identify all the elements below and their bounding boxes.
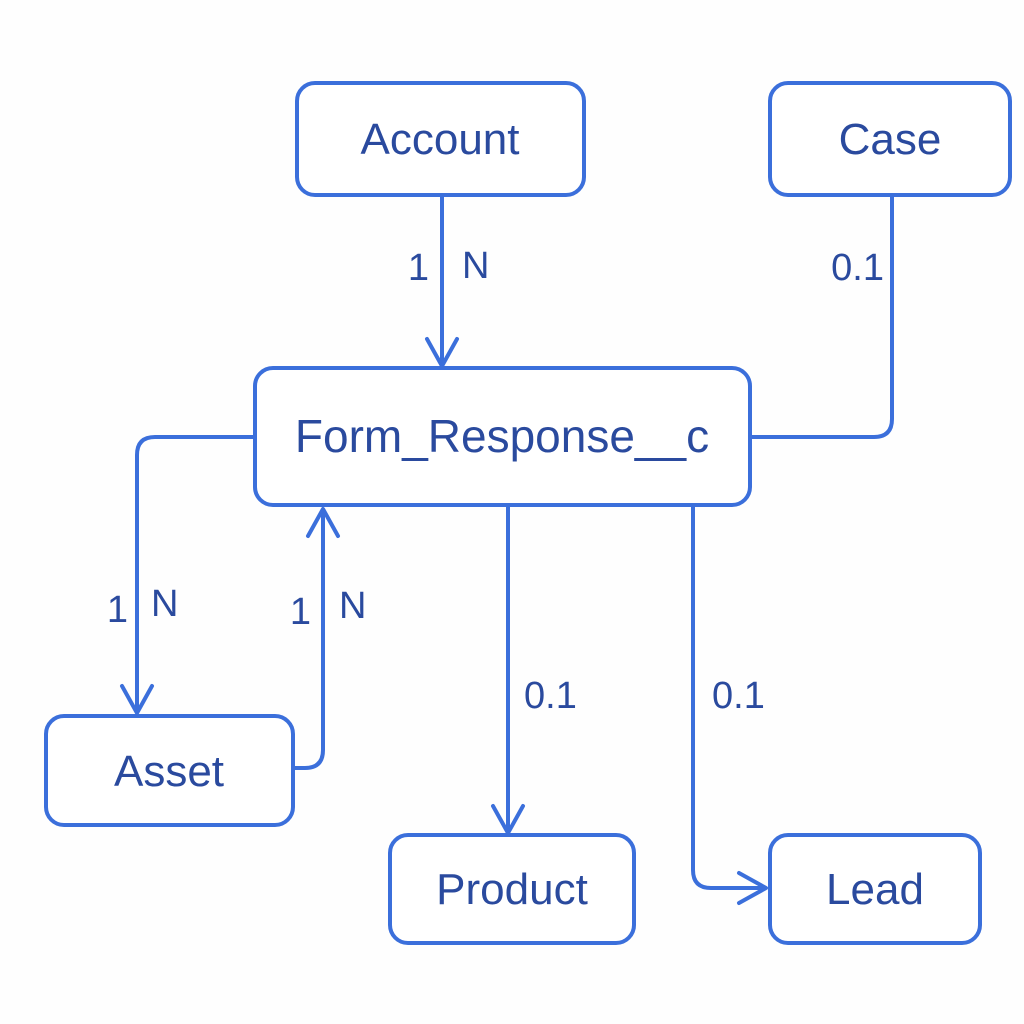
edge-form-response-to-product: 0.1 xyxy=(491,503,577,835)
node-account: Account xyxy=(295,81,586,197)
node-lead-box xyxy=(768,833,982,945)
node-product-label: Product xyxy=(436,865,588,914)
node-form-response: Form_Response__c xyxy=(253,366,752,507)
node-case-label: Case xyxy=(839,115,942,164)
node-case: Case xyxy=(768,81,1012,197)
node-account-box xyxy=(295,81,586,197)
cardinality-label: 1 xyxy=(107,589,128,631)
edge-form-lead-line xyxy=(691,503,766,890)
node-form-response-label: Form_Response__c xyxy=(295,410,709,462)
cardinality-label: N xyxy=(339,585,366,627)
node-asset-box xyxy=(44,714,295,827)
node-lead-label: Lead xyxy=(826,865,924,914)
node-product: Product xyxy=(388,833,636,945)
edge-case-line xyxy=(750,195,894,439)
edge-asset-to-form-response: 1 N xyxy=(290,507,366,770)
cardinality-label: 0.1 xyxy=(524,675,577,717)
cardinality-label: 1 xyxy=(408,247,429,289)
node-lead: Lead xyxy=(768,833,982,945)
arrowhead-right-into-lead xyxy=(737,871,768,905)
cardinality-label: 0.1 xyxy=(712,675,765,717)
edge-form-response-to-asset: 1 N xyxy=(107,435,255,715)
node-account-label: Account xyxy=(361,115,520,164)
cardinality-label: 1 xyxy=(290,591,311,633)
cardinality-label: N xyxy=(462,245,489,287)
node-product-box xyxy=(388,833,636,945)
cardinality-label: N xyxy=(151,583,178,625)
arrowhead-up-into-form-response xyxy=(306,507,340,538)
edge-asset-form-line xyxy=(293,509,325,770)
edge-case-to-form-response: 0.1 xyxy=(750,195,894,439)
cardinality-label: 0.1 xyxy=(831,247,884,289)
edge-account-to-form-response: 1 N xyxy=(408,195,489,368)
edge-form-response-to-lead: 0.1 xyxy=(691,503,768,905)
node-asset: Asset xyxy=(44,714,295,827)
node-form-response-box xyxy=(253,366,752,507)
edge-form-asset-line xyxy=(135,435,255,713)
node-case-box xyxy=(768,81,1012,197)
node-asset-label: Asset xyxy=(114,747,224,796)
arrowhead-down-into-asset xyxy=(120,684,154,715)
